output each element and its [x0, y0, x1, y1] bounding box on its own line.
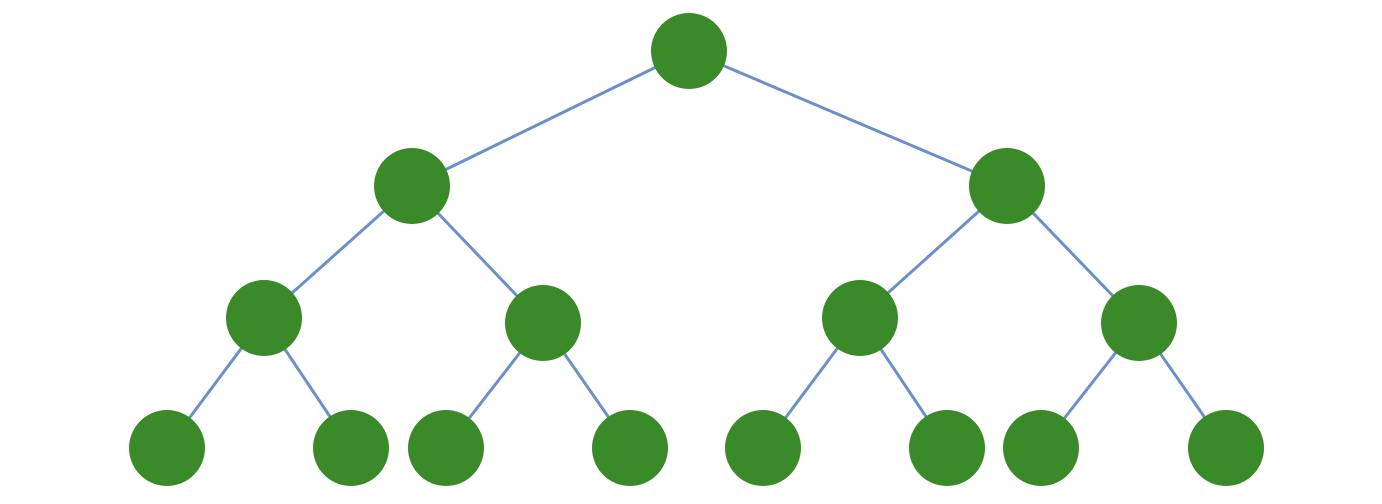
tree-node-l3-f: [909, 410, 985, 486]
tree-node-l3-a: [129, 410, 205, 486]
tree-node-l3-c: [408, 410, 484, 486]
tree-node-l3-e: [725, 410, 801, 486]
tree-node-l3-b: [313, 410, 389, 486]
tree-node-l1-b: [969, 148, 1045, 224]
tree-node-l2-d: [1101, 285, 1177, 361]
tree-node-l2-a: [226, 280, 302, 356]
tree-edge-root-l1-b: [688, 49, 1008, 188]
tree-node-l3-d: [592, 410, 668, 486]
tree-node-l3-g: [1003, 410, 1079, 486]
tree-nodes: [129, 13, 1264, 486]
tree-node-l2-c: [822, 280, 898, 356]
tree-node-root: [651, 13, 727, 89]
tree-edges: [165, 49, 1228, 449]
tree-edge-root-l1-a: [411, 49, 690, 188]
tree-node-l1-a: [374, 148, 450, 224]
tree-node-l2-b: [505, 285, 581, 361]
tree-node-l3-h: [1188, 410, 1264, 486]
